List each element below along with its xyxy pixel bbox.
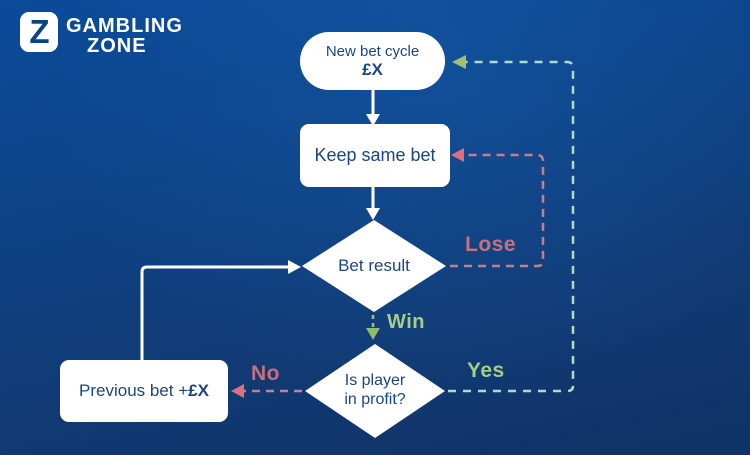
arrowhead-left-icon [451,148,464,162]
brand-name-line1: GAMBLING [66,15,183,37]
edge-label-win: Win [387,311,425,333]
edge-label-lose: Lose [465,233,517,256]
brand-logo-icon: Z [20,12,58,52]
gz-monogram-icon: Z [29,12,49,50]
arrowhead-down-icon [366,328,380,340]
edge-label-yes: Yes [467,359,505,382]
node-keep-same-bet-label: Keep same bet [314,145,436,165]
node-previous-bet-amount: £X [188,381,209,400]
node-previous-bet: Previous bet + £X [60,360,228,422]
edge-label-no: No [251,362,280,385]
diamond-bet-result [302,220,446,312]
arrowhead-left-icon [231,384,244,398]
arrowhead-left-icon [452,55,466,69]
node-previous-bet-label: Previous bet + [79,381,189,400]
arrowhead-down-icon [366,114,380,126]
node-new-bet-cycle: New bet cycle £X [300,32,445,90]
arrowhead-down-icon [366,208,380,220]
diamond-profit-check [305,344,445,438]
node-new-bet-cycle-amount: £X [362,60,383,79]
connector-yes-loop [448,60,575,393]
connector-increase-to-result [140,265,288,361]
brand-name-line2: ZONE [87,35,147,57]
arrowhead-right-icon [288,260,301,274]
connector-lose-loop [450,153,545,268]
node-new-bet-cycle-label: New bet cycle [325,43,420,60]
node-keep-same-bet: Keep same bet [300,124,450,187]
brand-logo-text: GAMBLING ZONE [66,16,183,56]
